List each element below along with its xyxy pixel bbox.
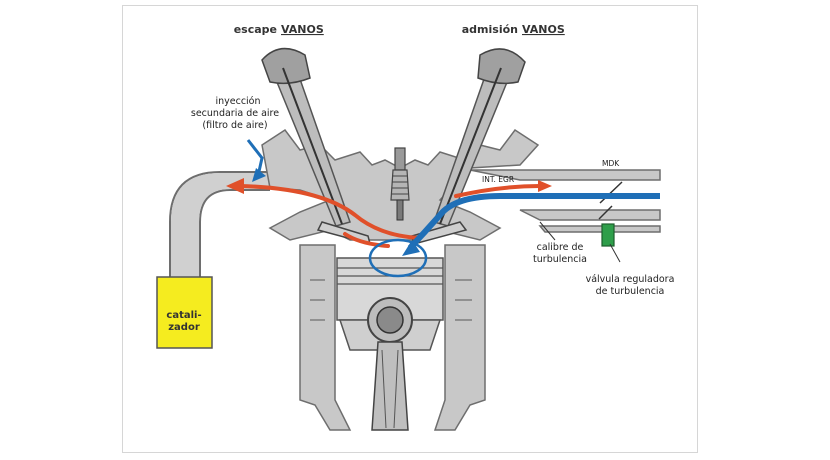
- intake-manifold: [469, 169, 661, 233]
- turbulence-gauge-label-1: calibre de: [537, 242, 584, 253]
- catalyst-label-1: catali-: [166, 310, 201, 321]
- exhaust-arrowhead: [226, 178, 244, 194]
- cylinder-block: [299, 244, 352, 431]
- turbulence-valve-label-1: válvula reguladora: [586, 274, 675, 285]
- piston: [336, 257, 444, 351]
- gauge-leader-line: [539, 221, 556, 241]
- cylinder-block-right: [433, 244, 486, 431]
- secondary-air-arrow: [246, 139, 264, 177]
- egr-arrowhead: [538, 180, 552, 192]
- diagram-frame: [122, 5, 698, 453]
- intake-title-vanos: VANOS: [522, 23, 565, 36]
- exhaust-flow-arrows: [238, 184, 542, 248]
- intake-arrowhead: [402, 240, 420, 256]
- catalyst-box: [156, 276, 213, 349]
- intake-valve: [411, 48, 526, 245]
- turbulence-gauge-label-2: turbulencia: [533, 254, 587, 265]
- valve-leader-line: [609, 243, 621, 263]
- block-ribs: [310, 279, 472, 321]
- secondary-air-label-3: (filtro de aire): [202, 120, 267, 131]
- int-egr-label: INT. EGR: [482, 175, 514, 184]
- exhaust-title-vanos: VANOS: [281, 23, 324, 36]
- intake-flow-arrows: [407, 193, 660, 251]
- exhaust-pipe-fill: [171, 173, 270, 278]
- intake-title-prefix: admisión: [462, 23, 518, 36]
- turbulence-valve-label-2: de turbulencia: [596, 286, 665, 297]
- exhaust-title-prefix: escape: [234, 23, 277, 36]
- catalyst-label-2: zador: [168, 322, 200, 333]
- connecting-rod: [371, 341, 409, 431]
- secondary-air-label-1: inyección: [215, 96, 260, 107]
- turbulence-swirl: [368, 238, 428, 278]
- mdk-label: MDK: [602, 159, 620, 168]
- secondary-air-label-2: secundaria de aire: [191, 108, 279, 119]
- secondary-air-arrowhead: [252, 168, 266, 182]
- spark-plug: [390, 147, 410, 221]
- exhaust-pipe: [169, 171, 270, 278]
- turbulence-valve: [601, 223, 615, 247]
